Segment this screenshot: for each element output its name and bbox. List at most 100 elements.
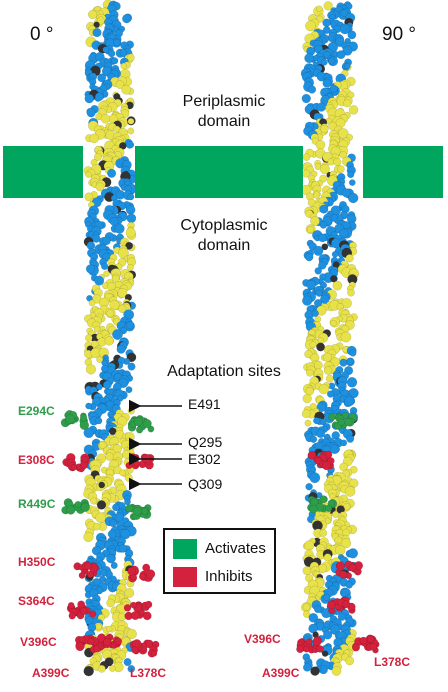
residue-subunit-b	[88, 299, 96, 307]
residue-subunit-b	[304, 540, 315, 551]
mutant-cluster-l378c	[114, 637, 123, 645]
mutant-cluster-s364c	[77, 600, 86, 609]
legend: Activates Inhibits	[163, 528, 276, 594]
residue-subunit-a	[318, 261, 327, 270]
residue-subunit-a	[322, 78, 332, 88]
mutant-cluster-e308c	[81, 456, 89, 463]
mutant-cluster-right	[321, 460, 332, 471]
mutant-cluster-a399c	[131, 646, 139, 654]
mutant-cluster-h350c	[142, 563, 151, 572]
mutant-cluster-right-l378c	[366, 635, 375, 643]
mutant-cluster-e308c	[133, 460, 141, 468]
residue-subunit-a	[118, 544, 128, 553]
residue-subunit-a	[328, 57, 336, 65]
residue-subunit-a	[304, 53, 315, 64]
mutant-label-right-l378c: L378C	[374, 655, 411, 669]
residue-subunit-b	[337, 165, 345, 173]
mutant-cluster-e294c	[142, 419, 152, 429]
mutant-cluster-right	[337, 418, 346, 426]
legend-label-inhibits: Inhibits	[205, 568, 253, 585]
residue-subunit-b	[87, 9, 98, 20]
residue-subunit-b	[323, 352, 333, 362]
residue-subunit-b	[327, 158, 335, 166]
residue-subunit-a	[85, 264, 96, 274]
legend-swatch-inhibits	[173, 567, 197, 587]
residue-subunit-a	[313, 417, 321, 425]
residue-subunit-a	[323, 630, 333, 640]
residue-subunit-a	[125, 320, 135, 330]
residue-subunit-a	[316, 429, 325, 438]
mutant-cluster-right	[339, 570, 348, 579]
residue-subunit-b	[323, 366, 333, 375]
residue-subunit-b	[304, 350, 313, 359]
residue-subunit-b	[344, 486, 356, 497]
residue-subunit-a	[306, 280, 316, 290]
adaptation-sites-title: Adaptation sites	[167, 363, 281, 380]
mutant-cluster-right	[326, 600, 336, 610]
mutant-cluster-l378c	[103, 638, 111, 646]
residue-subunit-a	[346, 357, 354, 365]
mutant-cluster-a399c	[150, 650, 158, 657]
mutant-cluster-e294c	[147, 425, 155, 433]
residue-subunit-a	[315, 289, 323, 297]
residue-subunit-b	[330, 319, 337, 327]
residue-subunit-a	[314, 267, 322, 275]
receptor-bundle-90deg	[296, 1, 380, 676]
residue-subunit-a	[111, 57, 119, 65]
mutant-cluster-right	[342, 600, 350, 609]
residue-dark	[96, 500, 107, 510]
residue-subunit-b	[313, 191, 321, 199]
residue-subunit-a	[319, 221, 328, 229]
residue-subunit-b	[115, 80, 125, 89]
mutant-cluster-right-l378c	[359, 636, 368, 645]
residue-subunit-b	[98, 441, 107, 449]
residue-subunit-a	[109, 519, 117, 527]
residue-dark	[321, 243, 329, 251]
mutant-cluster-right	[344, 418, 353, 427]
residue-subunit-b	[331, 666, 342, 676]
residue-subunit-a	[346, 434, 355, 443]
mutant-label-right-a399c: A399C	[262, 666, 300, 680]
residue-subunit-b	[127, 127, 135, 135]
residue-subunit-a	[84, 93, 95, 104]
mutant-label-v396c: V396C	[20, 635, 57, 649]
residue-subunit-a	[337, 612, 347, 621]
mutant-cluster-right-l378c	[369, 642, 378, 651]
mutant-cluster-r449c	[141, 507, 149, 515]
residue-subunit-b	[302, 393, 312, 404]
residue-subunit-a	[311, 309, 319, 318]
mutant-cluster-right-v396c	[303, 645, 310, 653]
site-label-q295: Q295	[188, 434, 223, 450]
residue-subunit-b	[93, 153, 102, 162]
periplasmic-line2: domain	[197, 113, 251, 130]
residue-subunit-b	[97, 664, 106, 673]
mutant-cluster-r449c	[66, 505, 76, 515]
residue-subunit-b	[305, 20, 316, 32]
residue-subunit-b	[85, 171, 92, 178]
residue-subunit-b	[106, 598, 115, 608]
mutant-cluster-r449c	[74, 500, 82, 508]
residue-subunit-a	[349, 349, 357, 357]
residue-subunit-b	[302, 566, 312, 576]
residue-subunit-a	[120, 528, 131, 540]
legend-swatch-activates	[173, 539, 197, 559]
residue-subunit-b	[95, 182, 105, 192]
mutant-cluster-e308c	[70, 464, 78, 471]
mutant-cluster-r449c	[80, 502, 90, 512]
residue-subunit-b	[341, 298, 352, 309]
mutant-cluster-right-v396c	[296, 645, 304, 653]
residue-subunit-b	[339, 151, 348, 159]
residue-subunit-a	[94, 275, 105, 286]
residue-subunit-b	[109, 299, 120, 311]
residue-dark	[321, 650, 329, 657]
residue-subunit-a	[347, 548, 359, 559]
residue-subunit-a	[346, 377, 358, 388]
residue-subunit-b	[316, 5, 323, 13]
mutant-label-h350c: H350C	[18, 555, 56, 569]
residue-subunit-a	[124, 498, 131, 506]
residue-subunit-b	[126, 53, 135, 62]
residue-subunit-b	[347, 288, 355, 297]
site-label-e491: E491	[188, 396, 221, 412]
cytoplasmic-domain-label: Cytoplasmic domain	[160, 216, 288, 256]
residue-subunit-a	[318, 233, 327, 243]
